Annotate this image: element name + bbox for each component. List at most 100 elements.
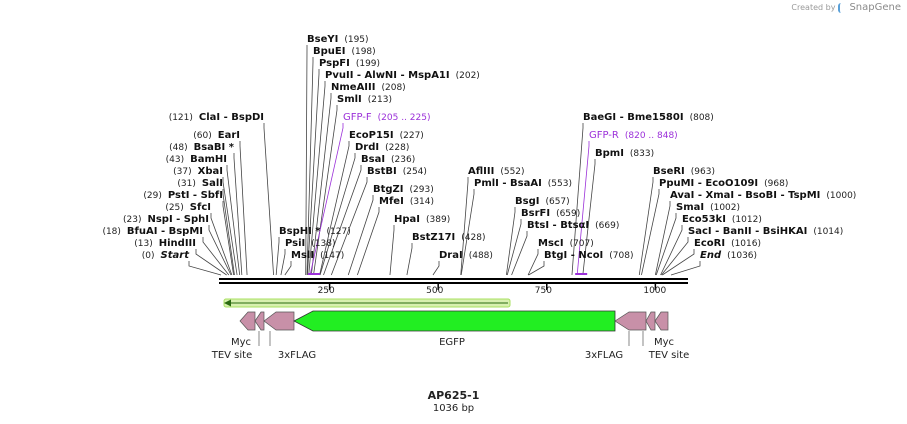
site-label-msli: MslI(147) [291, 250, 344, 261]
site-msli: MslI(147) [291, 250, 344, 261]
site-label-btgzi: BtgZI(293) [373, 184, 434, 195]
site-position: (707) [570, 239, 594, 249]
site-label-gfp-r: GFP-R(820 .. 848) [589, 130, 678, 141]
site-bsgi: BsgI (657) [515, 196, 570, 207]
site-leader-gfp-r [576, 141, 590, 276]
site-leader-btsi-bts-i [511, 231, 528, 276]
site-label-bamhi: (43)BamHI [166, 154, 227, 165]
site-bpmi: BpmI (833) [595, 148, 654, 159]
site-eari: (60)EarI [193, 130, 240, 141]
site-name: NspI - SphI [147, 214, 209, 225]
credit-brand: SnapGene [849, 2, 901, 13]
site-name: BsrFI [521, 208, 550, 219]
site-name: BsgI [515, 196, 539, 207]
site-position: (552) [500, 167, 524, 177]
site-pspfi: PspFI(199) [319, 58, 380, 69]
site-hpai: HpaI(389) [394, 214, 450, 225]
site-position: (228) [385, 143, 409, 153]
primer-mark-gfp-r [575, 273, 588, 275]
site-leader-bpuei [306, 57, 314, 276]
site-saci-banii-bsihkai: SacI - BanII - BsiHKAI(1014) [688, 226, 843, 237]
site-leader-smai [655, 213, 677, 276]
site-leader-eco53ki [660, 225, 683, 276]
site-name: BseRI [653, 166, 685, 177]
feature-label-tev-right: TEV site [648, 350, 690, 361]
site-leader-bpmi [582, 159, 596, 276]
site-leader-drdi [319, 153, 356, 276]
site-name: BpmI [595, 148, 624, 159]
credit-prefix: Created by [791, 3, 836, 12]
site-position: (254) [403, 167, 427, 177]
site-leader-eari [239, 141, 248, 276]
site-position: (25) [165, 203, 183, 213]
site-label-afliii: AflIII(552) [468, 166, 525, 177]
site-leader-gfp-f [309, 123, 344, 276]
ruler-label-250: 250 [318, 286, 335, 296]
site-psti-sbfi: (29)PstI - SbfI [143, 190, 223, 201]
site-position: (808) [690, 113, 714, 123]
site-leader-pspfi [307, 69, 320, 276]
site-ecori: EcoRI(1016) [694, 238, 761, 249]
site-name: XbaI [198, 166, 223, 177]
site-position: (1012) [732, 215, 762, 225]
site-smai: SmaI(1002) [676, 202, 740, 213]
site-name: EcoP15I [349, 130, 394, 141]
site-avai-xmai-bsobi-tspmi: AvaI - XmaI - BsoBI - TspMI(1000) [670, 190, 856, 201]
site-label-eco53ki: Eco53kI(1012) [682, 214, 762, 225]
site-position: (18) [102, 227, 120, 237]
site-position: (657) [545, 197, 569, 207]
site-label-bstbi: BstBI(254) [367, 166, 427, 177]
site-name: SmaI [676, 202, 704, 213]
site-leader-bsabi [233, 153, 243, 276]
site-label-pspfi: PspFI(199) [319, 58, 380, 69]
dna-backbone [219, 278, 688, 284]
site-name: Start [161, 250, 191, 261]
site-label-avai-xmai-bsobi-tspmi: AvaI - XmaI - BsoBI - TspMI(1000) [670, 190, 856, 201]
orf-arrow [223, 298, 511, 308]
site-leader-bsai [323, 165, 362, 276]
ruler-label-750: 750 [535, 286, 552, 296]
site-name: NmeAIII [331, 82, 375, 93]
site-position: (48) [169, 143, 187, 153]
site-leader-saci-banii-bsihkai [661, 237, 689, 276]
plasmid-name: AP625-1 [427, 389, 480, 402]
site-label-end: End(1036) [700, 250, 757, 261]
site-clai-bspdi: (121)ClaI - BspDI [169, 112, 264, 123]
site-leader-pmli-bsaai [460, 189, 475, 276]
site-name: BtgZI [373, 184, 404, 195]
feature-label-myc-right: Myc [654, 337, 674, 348]
site-position: (833) [630, 149, 654, 159]
site-position: (1016) [731, 239, 761, 249]
site-position: (195) [344, 35, 368, 45]
site-leader-bstbi [330, 177, 368, 276]
site-position: (236) [391, 155, 415, 165]
site-label-hpai: HpaI(389) [394, 214, 450, 225]
site-name: SacI - BanII - BsiHKAI [688, 226, 807, 237]
site-leader-lines [188, 45, 701, 276]
site-position: (198) [351, 47, 375, 57]
site-name: GFP-R [589, 130, 619, 141]
site-position: (23) [123, 215, 141, 225]
site-label-btgi-ncoi: BtgI - NcoI(708) [544, 250, 634, 261]
site-label-ecop15i: EcoP15I(227) [349, 130, 424, 141]
site-bsrfi: BsrFI(659) [521, 208, 580, 219]
site-xbai: (37) XbaI [173, 166, 223, 177]
site-position: (37) [173, 167, 191, 177]
site-ppumi-ecoo109i: PpuMI - EcoO109I(968) [659, 178, 788, 189]
site-leader-drai [432, 261, 440, 276]
site-label-nspi-sphi: (23) NspI - SphI [123, 214, 209, 225]
site-leader-smli [313, 105, 338, 276]
site-label-clai-bspdi: (121)ClaI - BspDI [169, 112, 264, 123]
site-name: MscI [538, 238, 564, 249]
site-name: ClaI - BspDI [199, 112, 264, 123]
site-position: (968) [764, 179, 788, 189]
site-name: BamHI [190, 154, 227, 165]
site-label-nmeaiii: NmeAIII(208) [331, 82, 406, 93]
site-leader-pvuii-alwni-mspa1i [308, 81, 326, 276]
egfp-feature [293, 310, 616, 332]
site-name: SfcI [190, 202, 211, 213]
site-label-baegi-bme1580i: BaeGI - Bme1580I(808) [583, 112, 714, 123]
site-label-bsabi: (48)BsaBI * [169, 142, 235, 153]
site-position: (127) [327, 227, 351, 237]
